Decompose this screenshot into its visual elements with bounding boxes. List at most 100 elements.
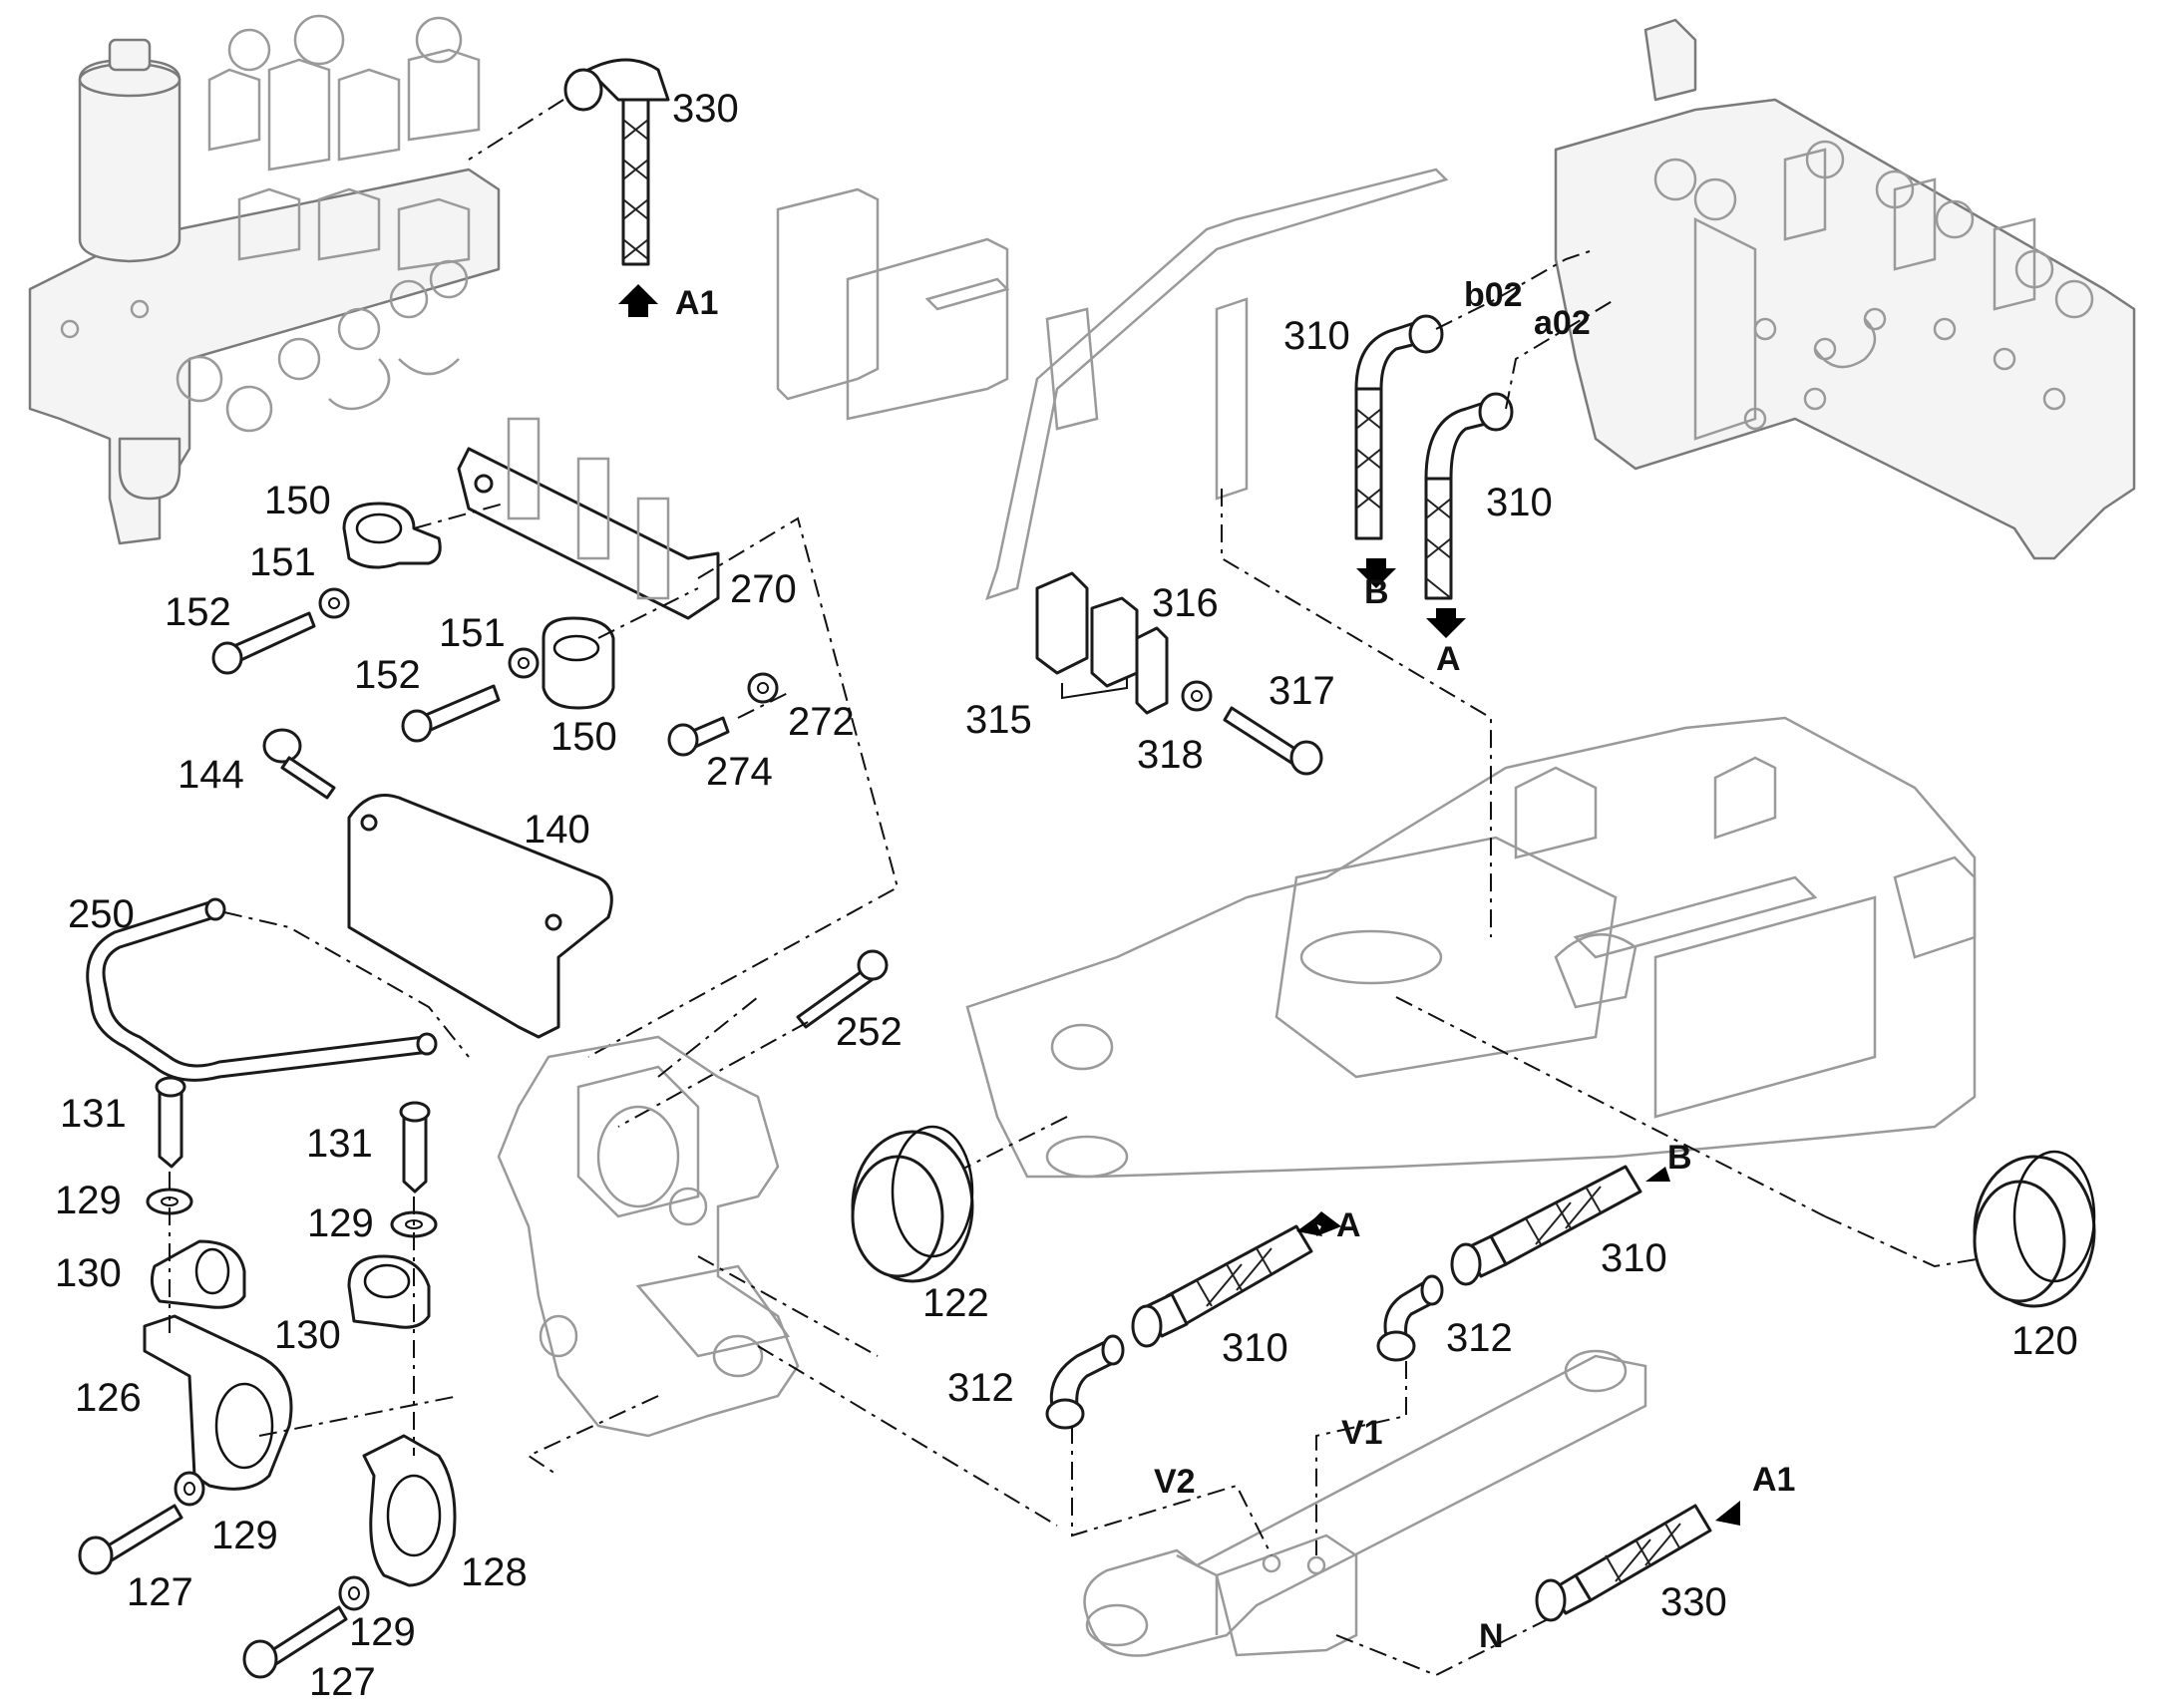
hydraulic-valve-block xyxy=(28,14,501,545)
leader-v1 xyxy=(1315,1361,1407,1555)
bolt-252 xyxy=(796,949,889,1029)
hose-330-bottom xyxy=(1535,1501,1740,1622)
clamp-halves-315 xyxy=(1035,571,1139,688)
hose-330-top xyxy=(563,58,670,317)
label-144: 144 xyxy=(178,753,244,797)
bracket-126 xyxy=(143,1314,293,1491)
leader-330-top xyxy=(468,99,564,161)
label-129-c: 129 xyxy=(211,1514,278,1557)
washer-318 xyxy=(1181,680,1213,712)
leader-v2 xyxy=(1071,1426,1272,1556)
elbow-312-left xyxy=(1045,1334,1125,1430)
seal-ring-120 xyxy=(1973,1150,2096,1308)
label-151-top: 151 xyxy=(249,540,316,584)
label-310-bottom-a: 310 xyxy=(1222,1326,1288,1370)
port-n: N xyxy=(1479,1617,1504,1655)
label-312-right: 312 xyxy=(1446,1316,1513,1360)
port-a-valve: A xyxy=(1436,640,1461,678)
washer-151-top xyxy=(318,587,350,619)
leader-120 xyxy=(1824,1215,1996,1268)
hose-clamp-bar xyxy=(457,417,720,620)
label-317: 317 xyxy=(1269,669,1335,713)
label-330-top: 330 xyxy=(672,87,739,131)
clamp-150-top xyxy=(342,502,442,569)
leader-n xyxy=(1335,1614,1557,1677)
steering-cylinder xyxy=(1083,1349,1647,1657)
label-252: 252 xyxy=(836,1010,903,1054)
label-330-bottom: 330 xyxy=(1660,1580,1727,1624)
bolt-127-a xyxy=(78,1504,183,1575)
bracket-315 xyxy=(1061,678,1128,700)
callout-labels: 330 310 310 150 151 152 270 151 152 150 … xyxy=(55,87,2078,1704)
label-310-left: 310 xyxy=(1283,314,1350,358)
label-128: 128 xyxy=(461,1550,528,1594)
washer-272 xyxy=(747,672,779,704)
bolt-131-right xyxy=(399,1101,431,1194)
label-150-top: 150 xyxy=(264,479,331,522)
port-labels: A1 b02 a02 B A A B V1 V2 N A1 xyxy=(675,276,1795,1655)
label-122: 122 xyxy=(922,1281,989,1325)
label-127-a: 127 xyxy=(127,1570,193,1614)
label-310-bottom-b: 310 xyxy=(1601,1236,1667,1280)
leader-housing-bottom xyxy=(526,1395,659,1477)
elbow-312-right xyxy=(1376,1274,1444,1362)
washer-129-c xyxy=(174,1471,205,1507)
axle-pivot-housing xyxy=(497,1035,800,1438)
leader-274 xyxy=(737,692,789,719)
label-126: 126 xyxy=(75,1376,142,1420)
hose-310-a-lower xyxy=(1131,1211,1341,1348)
label-131-right: 131 xyxy=(306,1122,373,1166)
label-272: 272 xyxy=(788,700,855,744)
label-151-mid: 151 xyxy=(439,611,506,655)
hose-310-b-upper xyxy=(1354,314,1444,588)
label-312-left: 312 xyxy=(947,1366,1014,1410)
port-a1-top: A1 xyxy=(675,284,718,322)
control-valve-block xyxy=(1554,18,2136,560)
label-318: 318 xyxy=(1137,733,1204,777)
port-v1: V1 xyxy=(1341,1414,1383,1452)
leader-frame-120 xyxy=(1395,996,1826,1217)
label-250: 250 xyxy=(68,892,135,936)
label-315: 315 xyxy=(965,698,1032,742)
port-b-valve: B xyxy=(1364,573,1389,611)
hose-310-a-upper xyxy=(1424,392,1514,638)
label-127-b: 127 xyxy=(309,1660,376,1704)
bolt-127-b xyxy=(242,1605,348,1679)
label-129-d: 129 xyxy=(349,1610,416,1654)
label-130-left: 130 xyxy=(55,1251,122,1295)
leader-250 xyxy=(223,911,470,1058)
bolt-317 xyxy=(1223,706,1323,776)
bolt-131-left xyxy=(155,1076,186,1169)
cover-plate-140 xyxy=(347,794,613,1039)
hose-310-b-lower xyxy=(1450,1165,1670,1286)
label-120: 120 xyxy=(2011,1319,2078,1363)
leader-a02 xyxy=(1505,298,1617,410)
bolt-152-mid xyxy=(401,684,501,743)
bar-250 xyxy=(86,897,438,1082)
leader-housing-top xyxy=(657,996,759,1078)
clamp-130-right xyxy=(347,1254,431,1329)
clamp-130-left xyxy=(150,1239,246,1309)
seal-ring-122 xyxy=(851,1125,974,1283)
port-v2: V2 xyxy=(1154,1463,1196,1501)
label-131-left: 131 xyxy=(60,1092,127,1136)
port-a02: a02 xyxy=(1534,304,1591,342)
label-152-mid: 152 xyxy=(354,653,421,697)
bolt-144 xyxy=(262,728,336,800)
clamp-150-mid xyxy=(542,616,615,710)
label-270: 270 xyxy=(730,567,797,611)
bolt-152-top xyxy=(211,611,316,675)
port-b-hose: B xyxy=(1667,1139,1692,1177)
label-129-a: 129 xyxy=(55,1179,122,1222)
leader-clamp-bar xyxy=(587,516,900,1058)
label-152-top: 152 xyxy=(165,590,231,634)
leader-bracket-126 xyxy=(258,1395,460,1437)
leader-housing-cylinder xyxy=(757,1345,1058,1527)
label-310-right: 310 xyxy=(1486,481,1553,524)
leader-150-top xyxy=(413,503,505,529)
label-274: 274 xyxy=(706,750,773,794)
label-316: 316 xyxy=(1152,581,1219,625)
port-b02: b02 xyxy=(1464,276,1523,314)
chassis-frame xyxy=(965,716,1977,1179)
